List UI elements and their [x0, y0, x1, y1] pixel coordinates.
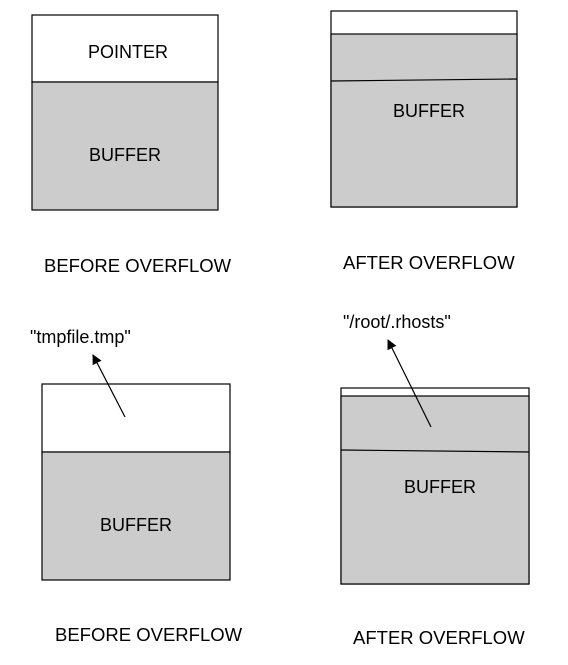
buffer-label: BUFFER — [100, 515, 172, 535]
buffer-region — [340, 395, 530, 585]
buffer-label: BUFFER — [393, 101, 465, 121]
pointer-target-label: "/root/.rhosts" — [343, 312, 451, 332]
pointer-label: POINTER — [88, 42, 168, 62]
panel-bottom-left: "tmpfile.tmp" BUFFER BEFORE OVERFLOW — [30, 327, 243, 645]
panel-bottom-right: "/root/.rhosts" BUFFER AFTER OVERFLOW — [340, 312, 530, 648]
buffer-boundary-line — [340, 449, 530, 453]
buffer-label: BUFFER — [89, 145, 161, 165]
buffer-region — [41, 451, 231, 581]
pointer-target-label: "tmpfile.tmp" — [30, 327, 131, 347]
caption-before-overflow: BEFORE OVERFLOW — [55, 624, 243, 645]
pointer-region — [41, 383, 231, 453]
panel-top-right: BUFFER AFTER OVERFLOW — [330, 10, 518, 273]
caption-after-overflow: AFTER OVERFLOW — [353, 627, 525, 648]
caption-before-overflow: BEFORE OVERFLOW — [44, 255, 232, 276]
buffer-boundary-line — [330, 78, 518, 82]
pointer-arrow — [92, 354, 126, 418]
caption-after-overflow: AFTER OVERFLOW — [343, 252, 515, 273]
buffer-region — [31, 81, 219, 211]
buffer-region — [330, 33, 518, 208]
panel-top-left: POINTER BUFFER BEFORE OVERFLOW — [31, 14, 232, 276]
pointer-region — [31, 14, 219, 83]
buffer-label: BUFFER — [404, 477, 476, 497]
pointer-arrow — [387, 339, 432, 428]
